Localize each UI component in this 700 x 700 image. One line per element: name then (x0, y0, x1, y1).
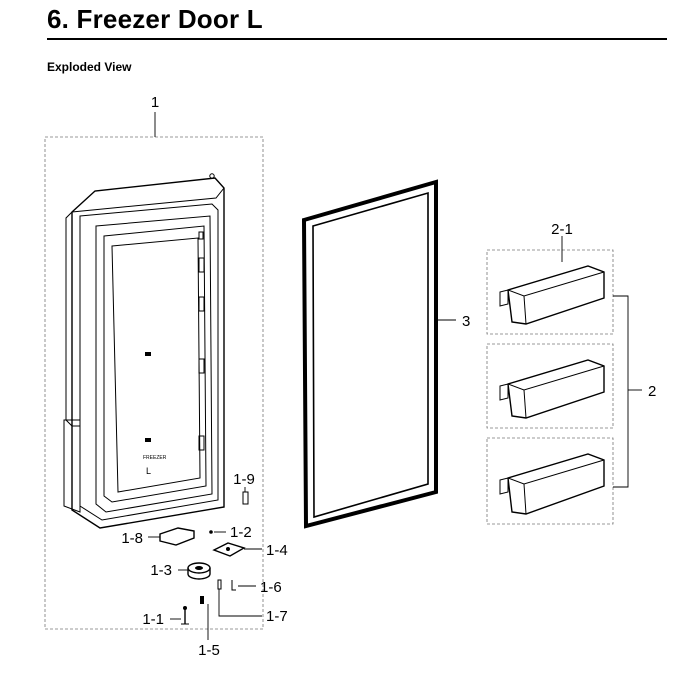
door-emblem: FREEZER (143, 455, 167, 461)
title-underline (47, 38, 667, 40)
left-clip-2 (145, 438, 151, 442)
part-1-3-core (195, 566, 203, 570)
door-body: FREEZER L (63, 173, 225, 529)
bin-2-hook (499, 383, 509, 401)
door-bin-3 (499, 453, 605, 515)
part-1-2-body (209, 530, 213, 534)
door-liner-panel (111, 237, 201, 493)
bin-box-1 (486, 249, 614, 335)
part-1-7-body (217, 579, 222, 590)
part-3-gasket: 3 (301, 179, 470, 529)
part-1-5: 1-5 (198, 596, 220, 659)
section-subtitle: Exploded View (47, 60, 132, 74)
door-bin-1 (499, 265, 605, 325)
part-1-9: 1-9 (233, 471, 255, 505)
bin-box-2 (486, 343, 614, 429)
bin-1-hook (499, 289, 509, 307)
shelf-slot-4 (198, 358, 205, 374)
bin-2-edge (523, 389, 527, 419)
part-1-6-body (231, 580, 236, 591)
callout-1: 1 (151, 94, 159, 111)
callout-3: 3 (462, 313, 470, 330)
callout-2: 2 (648, 383, 656, 400)
door-assembly-group: 1 (44, 94, 288, 659)
door-top-edge (71, 187, 225, 213)
part-1-1-head (183, 606, 187, 610)
shelf-slot-5 (198, 435, 205, 451)
bin-1-edge (523, 295, 527, 325)
shelf-slot-1 (198, 231, 204, 240)
part-1-8-body (159, 527, 195, 546)
callout-1-1: 1-1 (142, 611, 164, 628)
door-outer-frame (71, 177, 225, 529)
callout-1-8: 1-8 (121, 530, 143, 547)
door-side-letter: L (146, 466, 151, 476)
part-1-1: 1-1 (142, 606, 189, 628)
bin-1-body (507, 265, 605, 325)
door-side-depth (65, 211, 73, 427)
part-1-4-body (212, 542, 246, 557)
callout-1-2: 1-2 (230, 524, 252, 541)
callout-1-7: 1-7 (266, 608, 288, 625)
top-hinge-pin (209, 173, 215, 179)
door-bin-2 (499, 359, 605, 419)
shelf-slot-3 (198, 296, 205, 312)
door-liner-inner (103, 225, 207, 503)
door-liner-outer (95, 215, 213, 513)
part-1-7: 1-7 (217, 579, 288, 625)
callout-1-9: 1-9 (233, 471, 255, 488)
part-1-5-body (200, 596, 204, 604)
bin-3-hook (499, 477, 509, 495)
callout-2-1: 2-1 (551, 221, 573, 238)
left-clip-1 (145, 352, 151, 356)
part-2-bins: 2-1 2 (486, 221, 656, 525)
bin-3-edge (523, 483, 527, 515)
lower-corner-tab (71, 419, 81, 427)
part-1-4-hole (226, 547, 230, 551)
gasket-groove (308, 186, 433, 522)
bin-box-3 (486, 437, 614, 525)
bin-3-body (507, 453, 605, 515)
callout-1-7-leader (218, 589, 262, 617)
callout-2-bracket (613, 295, 629, 488)
callout-1-4: 1-4 (266, 542, 288, 559)
part-1-3-side (187, 568, 211, 580)
callout-1-5: 1-5 (198, 642, 220, 659)
part-1-6: 1-6 (231, 579, 282, 596)
part-1-9-body (242, 491, 249, 505)
callout-1-3: 1-3 (150, 562, 172, 579)
part-1-2: 1-2 (209, 524, 252, 541)
part-1-3: 1-3 (150, 562, 211, 580)
bin-2-body (507, 359, 605, 419)
part-1-4: 1-4 (212, 542, 288, 559)
gasket-outer (301, 179, 438, 529)
part-1-8: 1-8 (121, 527, 195, 547)
shelf-slot-2 (198, 257, 205, 273)
gasket-inner (312, 191, 429, 519)
page-title: 6. Freezer Door L (47, 4, 263, 34)
callout-1-6: 1-6 (260, 579, 282, 596)
